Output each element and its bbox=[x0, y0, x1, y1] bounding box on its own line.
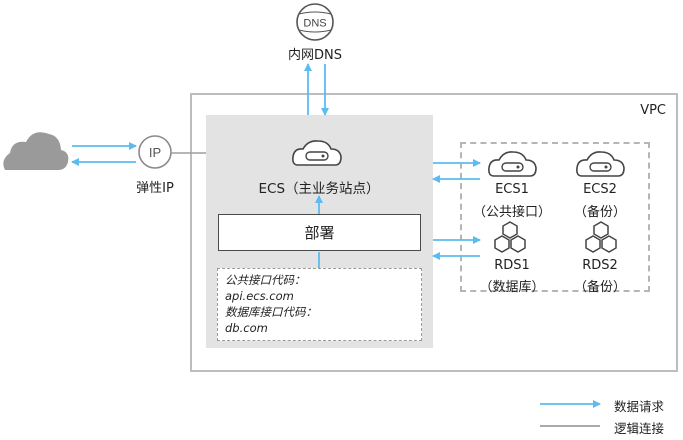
ip-icon-text: IP bbox=[149, 145, 161, 160]
code-line-4: db.com bbox=[225, 321, 268, 335]
rds2-icon bbox=[585, 221, 617, 253]
deploy-box: 部署 bbox=[218, 214, 421, 251]
rds1-name: RDS1 bbox=[494, 258, 530, 273]
elastic-ip-icon: IP bbox=[138, 135, 172, 169]
backend-group-box bbox=[460, 142, 650, 292]
cloud-icon bbox=[3, 132, 69, 170]
code-line-3: 数据库接口代码： bbox=[225, 305, 317, 319]
deploy-label: 部署 bbox=[304, 224, 335, 242]
ecs1-name: ECS1 bbox=[495, 182, 529, 197]
ecs2-role: （备份） bbox=[573, 205, 626, 220]
dns-icon: DNS bbox=[296, 3, 334, 41]
legend-data-request-label: 数据请求 bbox=[614, 399, 665, 414]
rds2-role: （备份） bbox=[573, 280, 626, 295]
ecs1-role: （公共接口） bbox=[472, 205, 551, 220]
rds2-name: RDS2 bbox=[582, 258, 618, 273]
vpc-boundary: VPC bbox=[190, 93, 678, 372]
code-line-2: api.ecs.com bbox=[225, 289, 294, 303]
rds1-icon bbox=[494, 221, 526, 253]
ecs-main-icon bbox=[292, 140, 342, 166]
dns-label: 内网DNS bbox=[288, 48, 342, 63]
ecs1-icon bbox=[488, 151, 537, 177]
code-line-1: 公共接口代码： bbox=[225, 273, 306, 287]
legend-logical-link-label: 逻辑连接 bbox=[614, 421, 665, 436]
dns-icon-text: DNS bbox=[303, 18, 326, 30]
ecs-main-label: ECS（主业务站点） bbox=[258, 181, 380, 197]
code-box: 公共接口代码： api.ecs.com 数据库接口代码： db.com bbox=[217, 268, 422, 341]
rds1-role: （数据库） bbox=[479, 280, 545, 295]
elastic-ip-label: 弹性IP bbox=[136, 181, 174, 196]
vpc-label: VPC bbox=[640, 103, 666, 118]
ecs2-icon bbox=[576, 151, 625, 177]
ecs2-name: ECS2 bbox=[583, 182, 617, 197]
